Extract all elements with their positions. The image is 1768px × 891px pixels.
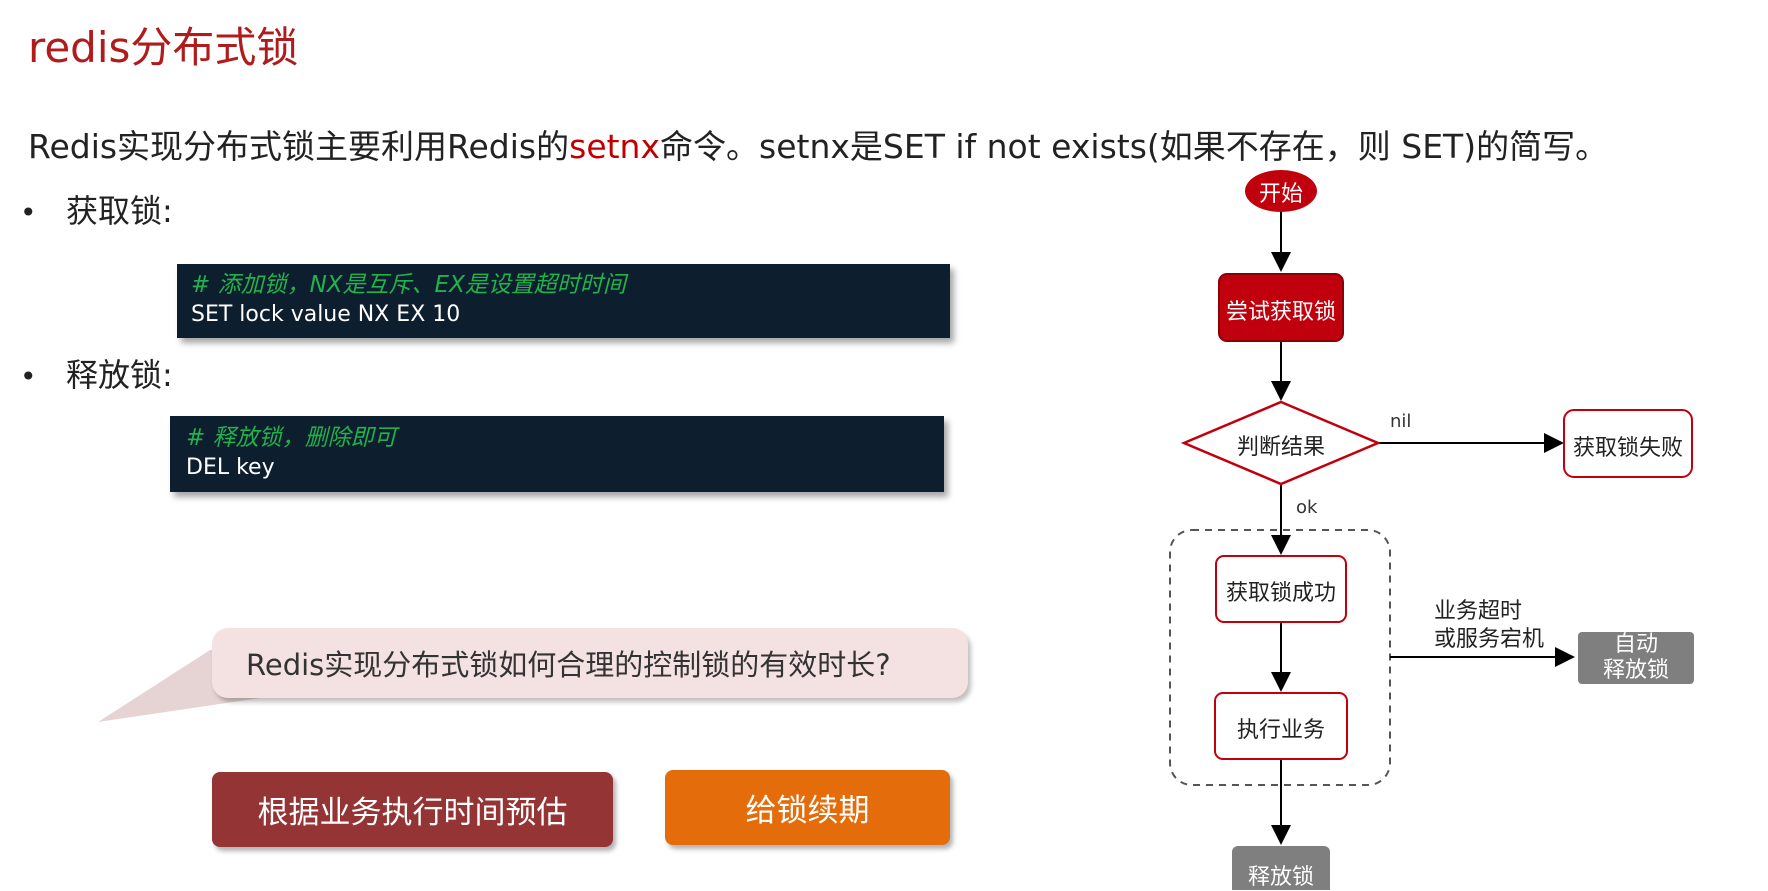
fail-node — [1563, 409, 1693, 478]
timeout-label-line2: 或服务宕机 — [1434, 627, 1545, 652]
estimate-button[interactable]: 根据业务执行时间预估 — [212, 772, 613, 847]
timeout-label-line1: 业务超时 — [1434, 599, 1523, 624]
try-lock-label: 尝试获取锁 — [1225, 300, 1336, 325]
code-line: SET lock value NX EX 10 — [191, 302, 461, 327]
bullet-dot: • — [20, 360, 37, 393]
auto-release-node — [1578, 632, 1694, 684]
bullet-dot: • — [20, 196, 37, 229]
callout-question: Redis实现分布式锁如何合理的控制锁的有效时长? — [212, 628, 968, 698]
execute-label: 执行业务 — [1236, 718, 1325, 743]
code-block-release: # 释放锁，删除即可 DEL key — [170, 416, 944, 492]
release-node — [1232, 846, 1330, 890]
bullet-acquire: • 获取锁: — [20, 186, 173, 232]
success-node — [1215, 555, 1347, 623]
execute-node — [1214, 692, 1348, 760]
auto-release-line1: 自动 — [1613, 632, 1658, 657]
auto-release-label: 自动 释放锁 — [1578, 632, 1694, 684]
try-lock-node — [1218, 273, 1344, 342]
success-label: 获取锁成功 — [1225, 581, 1336, 606]
code-comment: # 添加锁，NX是互斥、EX是设置超时时间 — [191, 272, 626, 298]
release-label: 释放锁 — [1247, 865, 1314, 890]
code-line: DEL key — [186, 455, 275, 480]
ok-label: ok — [1296, 497, 1318, 518]
fail-label: 获取锁失败 — [1572, 436, 1683, 461]
intro-before: Redis实现分布式锁主要利用Redis的 — [28, 127, 570, 166]
intro-after: 命令。setnx是SET if not exists(如果不存在，则 SET)的… — [660, 127, 1609, 166]
bullet-acquire-label: 获取锁: — [66, 192, 173, 230]
nil-label: nil — [1390, 411, 1412, 432]
bullet-release-label: 释放锁: — [66, 356, 173, 394]
judge-node — [1180, 400, 1382, 486]
start-node — [1245, 170, 1317, 212]
bullet-release: • 释放锁: — [20, 350, 173, 396]
auto-release-line2: 释放锁 — [1602, 658, 1669, 683]
intro-text: Redis实现分布式锁主要利用Redis的setnx命令。setnx是SET i… — [28, 120, 1608, 168]
renew-button[interactable]: 给锁续期 — [665, 770, 950, 845]
intro-highlight: setnx — [569, 127, 661, 166]
timeout-label: 业务超时 或服务宕机 — [1434, 598, 1544, 654]
judge-label: 判断结果 — [1236, 435, 1325, 460]
code-block-acquire: # 添加锁，NX是互斥、EX是设置超时时间 SET lock value NX … — [177, 264, 950, 338]
page-title: redis分布式锁 — [28, 23, 299, 72]
code-comment: # 释放锁，删除即可 — [186, 425, 397, 451]
start-label: 开始 — [1258, 182, 1303, 207]
